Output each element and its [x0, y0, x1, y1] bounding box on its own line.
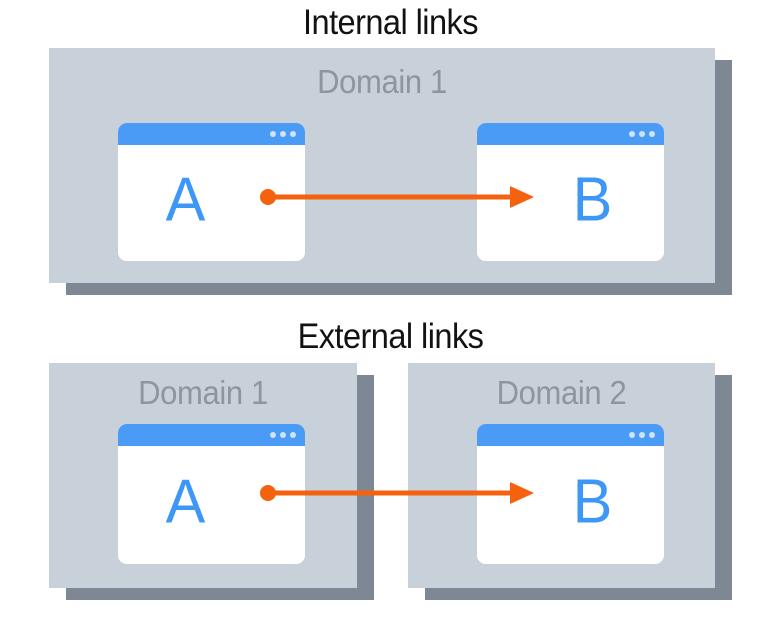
browser-window-page-a-internal[interactable]: A	[118, 123, 305, 261]
browser-content-area: A	[118, 446, 305, 564]
domain-label: Domain 1	[138, 374, 268, 411]
domain-label: Domain 1	[317, 63, 447, 100]
browser-window-page-a-external[interactable]: A	[118, 424, 305, 564]
browser-content-area: B	[477, 446, 664, 564]
browser-titlebar	[477, 424, 664, 446]
browser-titlebar	[118, 424, 305, 446]
page-letter: A	[165, 467, 206, 537]
window-controls-dots-icon	[270, 432, 296, 438]
browser-titlebar	[477, 123, 664, 145]
window-controls-dots-icon	[270, 131, 296, 137]
browser-window-page-b-external[interactable]: B	[477, 424, 664, 564]
browser-content-area: A	[118, 145, 305, 261]
page-letter: B	[572, 165, 613, 235]
window-controls-dots-icon	[629, 131, 655, 137]
section-title-external-links: External links	[297, 317, 484, 356]
browser-window-page-b-internal[interactable]: B	[477, 123, 664, 261]
page-letter: B	[572, 467, 613, 537]
page-letter: A	[165, 165, 206, 235]
browser-titlebar	[118, 123, 305, 145]
window-controls-dots-icon	[629, 432, 655, 438]
section-title-internal-links: Internal links	[303, 3, 478, 42]
domain-label: Domain 2	[496, 374, 627, 411]
browser-content-area: B	[477, 145, 664, 261]
